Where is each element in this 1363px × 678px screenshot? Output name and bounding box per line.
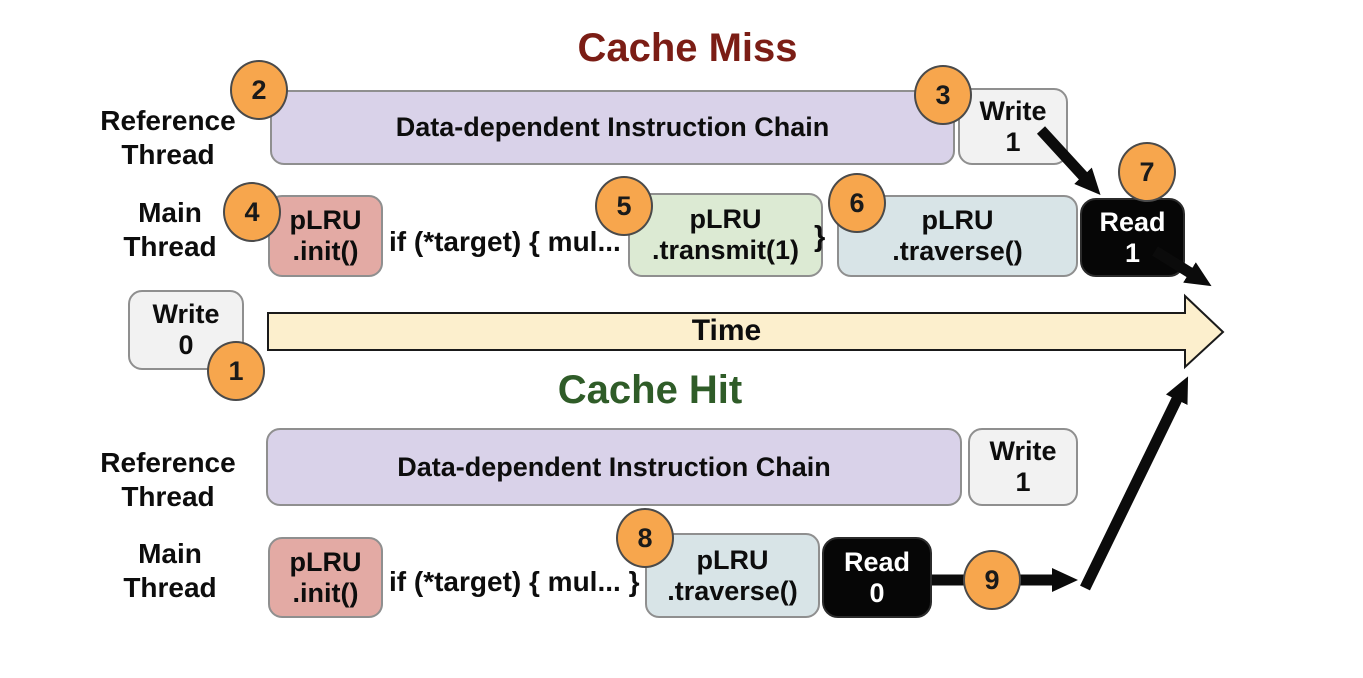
time-label: Time [691,314,762,347]
step-marker-9: 9 [963,550,1021,610]
hit-merge-arrow [1080,376,1189,591]
miss-if-target-code: if (*target) { mul... [389,226,621,257]
miss-plru-init-box: pLRU .init() [268,195,383,277]
hit-read0-box: Read 0 [822,537,932,618]
step-marker-7: 7 [1118,142,1176,202]
hit-plru-traverse-box: pLRU .traverse() [645,533,820,618]
miss-closing-brace: } [814,221,826,253]
hit-plru-init-box: pLRU .init() [268,537,383,618]
miss-main-thread-label: Main Thread [123,197,217,262]
cache-hit-title: Cache Hit [557,368,743,412]
step-marker-3: 3 [914,65,972,125]
step-marker-6: 6 [828,173,886,233]
step-marker-8: 8 [616,508,674,568]
miss-plru-transmit-box: pLRU .transmit(1) [628,193,823,277]
write0-box: Write 0 [128,290,244,370]
step-marker-2: 2 [230,60,288,120]
miss-instruction-chain-box: Data-dependent Instruction Chain [270,90,955,165]
miss-reference-thread-label: Reference Thread [100,105,236,170]
hit-reference-thread-label: Reference Thread [100,447,236,512]
miss-write1-box: Write 1 [958,88,1068,165]
step-marker-4: 4 [223,182,281,242]
hit-write1-box: Write 1 [968,428,1078,506]
step-marker-1: 1 [207,341,265,401]
hit-if-target-code: if (*target) { mul... } [389,566,640,597]
step-marker-5: 5 [595,176,653,236]
cache-miss-title: Cache Miss [577,26,798,70]
hit-instruction-chain-box: Data-dependent Instruction Chain [266,428,962,506]
miss-read1-box: Read 1 [1080,198,1185,277]
hit-main-thread-label: Main Thread [123,538,217,603]
